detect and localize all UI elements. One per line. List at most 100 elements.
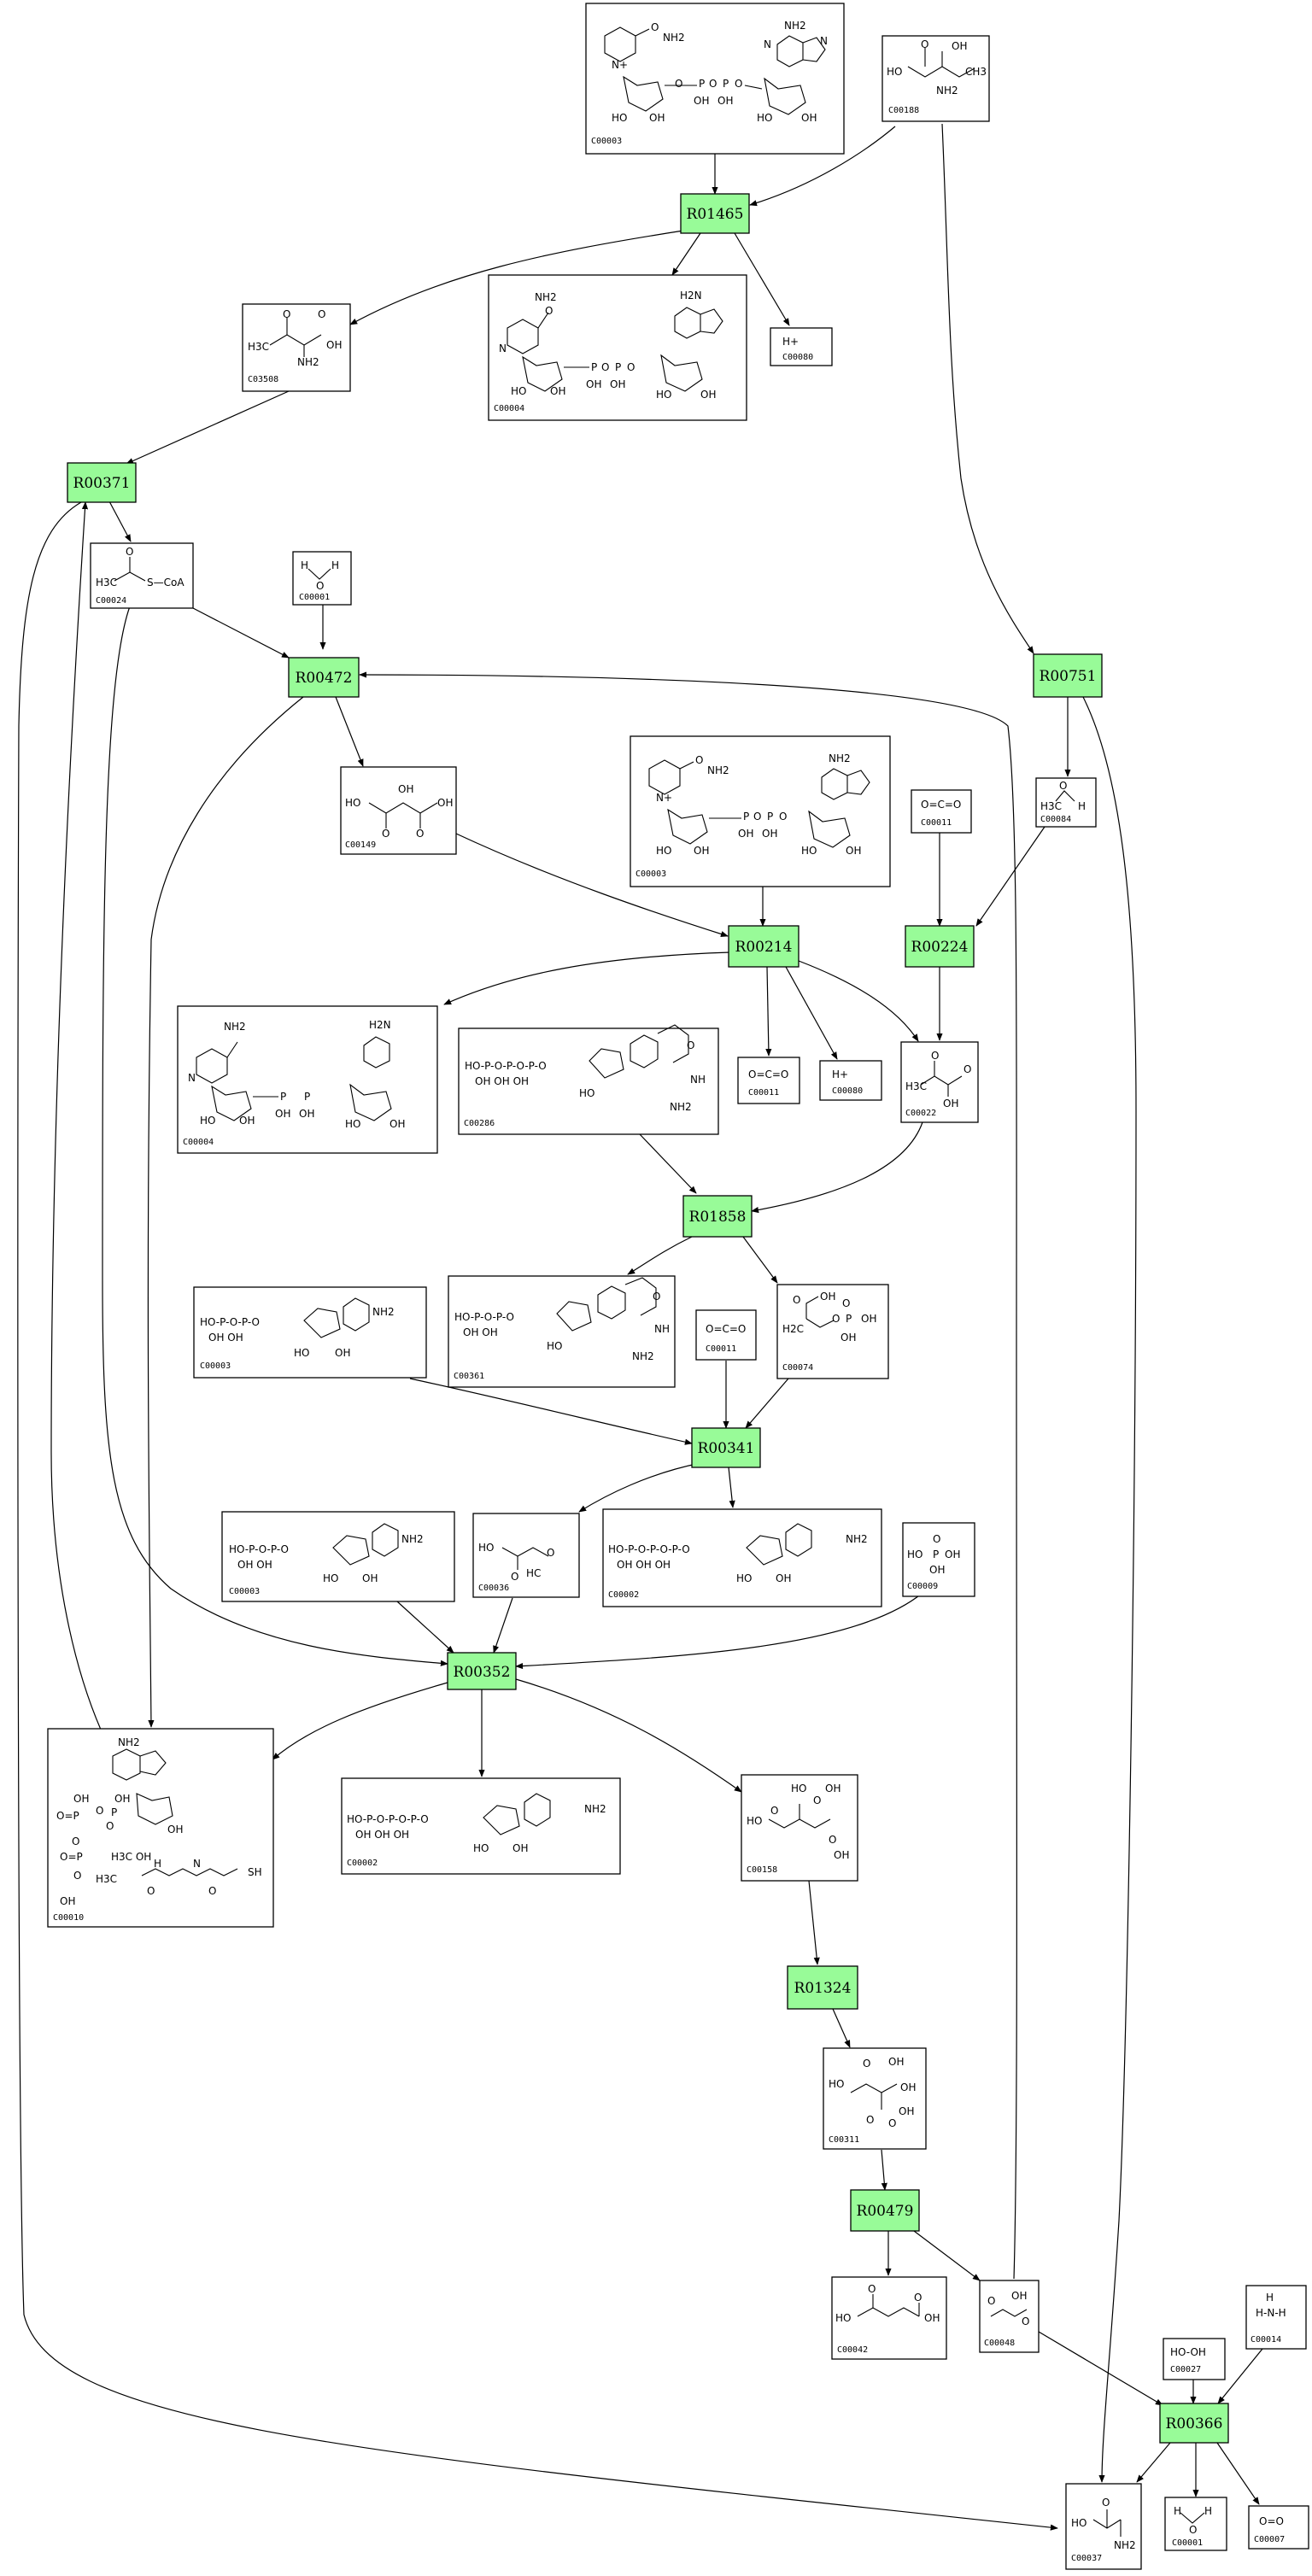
reaction-r00751[interactable]: R00751 <box>1033 653 1103 698</box>
compound-c00042[interactable]: HO O O OH C00042 <box>831 2276 947 2360</box>
compound-c00080-mid[interactable]: H+ C00080 <box>819 1060 882 1101</box>
compound-c00014[interactable]: H H-N-H C00014 <box>1245 2285 1307 2350</box>
svg-text:SH: SH <box>248 1866 262 1878</box>
compound-c03508[interactable]: O O H3C OH NH2 C03508 <box>242 303 351 392</box>
compound-id: C00158 <box>747 1865 777 1875</box>
reaction-r01858[interactable]: R01858 <box>682 1195 753 1238</box>
compound-c00024[interactable]: O H3C S—CoA C00024 <box>90 542 194 609</box>
edge-c00024-to-r00472 <box>192 607 290 659</box>
svg-text:HO: HO <box>200 1115 215 1127</box>
compound-c00007[interactable]: O=O C00007 <box>1248 2505 1309 2550</box>
svg-text:OH: OH <box>888 2056 904 2068</box>
svg-text:R00341: R00341 <box>698 1440 755 1457</box>
compound-c00048[interactable]: O OH O C00048 <box>979 2280 1040 2353</box>
compound-c00011-mid[interactable]: O=C=O C00011 <box>737 1057 800 1104</box>
svg-text:OH: OH <box>801 112 817 124</box>
svg-text:H3C: H3C <box>1040 800 1062 812</box>
compound-structure: O=O <box>1259 2515 1284 2527</box>
compound-c00361[interactable]: HO-P-O-P-O OH OH HO O NH NH2 C00361 <box>448 1275 676 1388</box>
svg-text:P: P <box>933 1549 939 1560</box>
svg-text:HO: HO <box>736 1572 752 1584</box>
compound-c00084[interactable]: O H3C H C00084 <box>1035 777 1097 828</box>
compound-c00003-adp[interactable]: HO-P-O-P-O OH OH HO OH NH2 C00003 <box>221 1511 455 1602</box>
svg-text:O: O <box>416 828 424 840</box>
svg-text:HO: HO <box>294 1347 309 1359</box>
svg-text:O: O <box>316 580 324 592</box>
compound-structure: O=C=O <box>748 1068 788 1080</box>
reaction-r01465[interactable]: R01465 <box>680 193 750 234</box>
svg-text:NH2: NH2 <box>297 356 319 368</box>
compound-id: C00004 <box>183 1138 214 1147</box>
compound-id: C00024 <box>96 596 126 606</box>
compound-c00004-top[interactable]: NH2 O N HO OH P OH O P OH O HO OH H2N <box>488 274 747 421</box>
compound-c00001-top[interactable]: H O H C00001 <box>292 551 352 606</box>
compound-id: C00014 <box>1250 2335 1281 2345</box>
compound-c00009[interactable]: O HO P OH OH C00009 <box>902 1522 975 1597</box>
compound-c00149[interactable]: HO OH OH O O C00149 <box>340 766 457 855</box>
svg-text:O: O <box>1189 2524 1197 2536</box>
reaction-r00214[interactable]: R00214 <box>728 925 800 968</box>
compound-c00080-top[interactable]: H+ C00080 <box>770 327 833 366</box>
atp-structure-icon: HO-P-O-P-O-P-O OH OH OH HO OH NH2 <box>347 1793 606 1854</box>
reaction-r00371[interactable]: R00371 <box>67 462 137 503</box>
svg-text:OH: OH <box>834 1849 849 1861</box>
compound-c00004-mid[interactable]: NH2 N HO OH P OH P OH HO OH H2N C00004 <box>177 1005 438 1154</box>
svg-text:OH: OH <box>694 845 709 857</box>
compound-c00011-lower[interactable]: O=C=O C00011 <box>695 1309 757 1361</box>
svg-text:OH OH: OH OH <box>208 1332 243 1344</box>
svg-text:HO: HO <box>656 845 671 857</box>
reaction-r00479[interactable]: R00479 <box>850 2189 920 2232</box>
compound-c00158[interactable]: HO O OH HO O O OH C00158 <box>741 1774 858 1882</box>
compound-c00001-bottom[interactable]: H O H C00001 <box>1164 2497 1227 2551</box>
compound-c00027[interactable]: HO-OH C00027 <box>1163 2338 1226 2380</box>
compound-id: C00286 <box>464 1119 495 1128</box>
compound-c00003-mid[interactable]: O NH2 N+ HO OH P OH O P OH O HO OH NH2 <box>630 735 891 887</box>
reaction-r00366[interactable]: R00366 <box>1159 2403 1229 2444</box>
edge-c00084-to-r00224 <box>975 826 1046 927</box>
edge-r00214-to-c00011b <box>765 966 772 1057</box>
reaction-r01324[interactable]: R01324 <box>787 1965 858 2010</box>
svg-text:HO: HO <box>345 797 360 809</box>
svg-text:OH: OH <box>437 797 453 809</box>
compound-c00311[interactable]: O OH HO OH O O OH C00311 <box>823 2047 927 2150</box>
svg-text:NH2: NH2 <box>224 1021 246 1033</box>
compound-id: C00009 <box>907 1582 938 1591</box>
reaction-r00341[interactable]: R00341 <box>691 1427 761 1468</box>
svg-text:H3C OH: H3C OH <box>111 1851 151 1863</box>
compound-c00010[interactable]: NH2 O=P OH O P O OH OH O O=P O H3C OH H3… <box>47 1728 274 1928</box>
compound-c00188[interactable]: O HO OH CH3 NH2 C00188 <box>882 35 990 122</box>
svg-text:R00366: R00366 <box>1166 2415 1223 2433</box>
edge-r01858-to-c00361 <box>627 1236 693 1275</box>
compound-c00074[interactable]: O OH H2C O P OH O OH C00074 <box>776 1284 889 1379</box>
edge-r00751-to-c00037 <box>1082 696 1137 2483</box>
compound-c00003-amp[interactable]: HO-P-O-P-O OH OH HO OH NH2 C00003 <box>193 1286 427 1379</box>
compound-c00011-upper[interactable]: O=C=O C00011 <box>911 789 972 834</box>
svg-text:HO-P-O-P-O-P-O: HO-P-O-P-O-P-O <box>347 1813 429 1825</box>
svg-text:OH: OH <box>900 2081 916 2093</box>
svg-text:NH2: NH2 <box>846 1533 868 1545</box>
compound-c00002-mid[interactable]: HO-P-O-P-O-P-O OH OH OH HO OH NH2 C00002 <box>602 1508 882 1607</box>
svg-text:O: O <box>866 2114 874 2126</box>
compounds: O NH2 N+ HO OH O P OH O P OH O HO OH <box>47 3 1309 2570</box>
reaction-r00224[interactable]: R00224 <box>905 925 975 968</box>
svg-text:R01324: R01324 <box>794 1980 852 1997</box>
reaction-r00472[interactable]: R00472 <box>288 657 360 698</box>
compound-c00003-top[interactable]: O NH2 N+ HO OH O P OH O P OH O HO OH <box>585 3 845 155</box>
svg-text:O: O <box>914 2292 922 2304</box>
edge-r01324-to-c00311 <box>832 2008 851 2048</box>
svg-text:R00479: R00479 <box>857 2203 914 2220</box>
svg-text:O: O <box>627 361 635 373</box>
svg-text:O: O <box>964 1063 971 1075</box>
reaction-r00352[interactable]: R00352 <box>447 1652 517 1690</box>
compound-c00036[interactable]: HO O O HC C00036 <box>472 1513 580 1598</box>
compound-c00002-lower[interactable]: HO-P-O-P-O-P-O OH OH OH HO OH NH2 C00002 <box>341 1777 621 1875</box>
svg-text:OH OH: OH OH <box>463 1326 498 1338</box>
svg-text:HO: HO <box>478 1542 494 1554</box>
compound-c00286[interactable]: HO-P-O-P-O-P-O OH OH OH HO O NH NH2 C002… <box>458 1024 719 1135</box>
compound-id: C00003 <box>591 137 622 146</box>
compound-c00022[interactable]: O H3C O OH C00022 <box>900 1041 979 1123</box>
compound-structure: HO-OH <box>1170 2346 1206 2358</box>
compound-c00037[interactable]: HO O NH2 C00037 <box>1065 2483 1142 2570</box>
svg-text:OH: OH <box>943 1098 958 1109</box>
